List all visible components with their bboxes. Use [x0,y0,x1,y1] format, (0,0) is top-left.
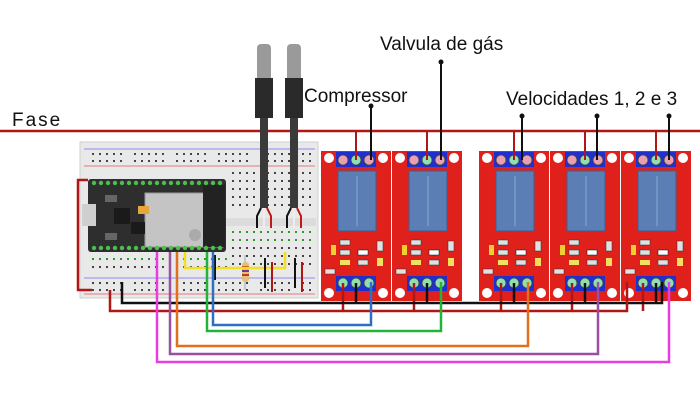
temperature-sensor-1 [255,44,273,228]
control-wires [108,252,671,364]
esp32-board [82,179,226,252]
usb-port [82,204,96,226]
compressor-label: Compressor [304,86,408,107]
speed3-arrow-icon [666,113,672,119]
phase-label: Fase [12,110,63,131]
gas-valve-label: Valvula de gás [380,34,504,55]
speed2-arrow-icon [594,113,600,119]
speed1-arrow-icon [519,113,525,119]
relay-module-4 [550,131,620,311]
relay-module-3 [479,131,549,311]
speeds-label: Velocidades 1, 2 e 3 [506,89,678,110]
antenna-area [203,185,225,247]
relay-module-5 [621,131,691,311]
relay-module-1 [321,131,391,311]
valve-arrow-icon [438,59,444,65]
temperature-sensor-2 [285,44,303,228]
load-leads [368,59,672,160]
compressor-arrow-icon [368,103,374,109]
relay-module-2 [392,131,462,311]
breadboard-jumpers [76,178,303,292]
